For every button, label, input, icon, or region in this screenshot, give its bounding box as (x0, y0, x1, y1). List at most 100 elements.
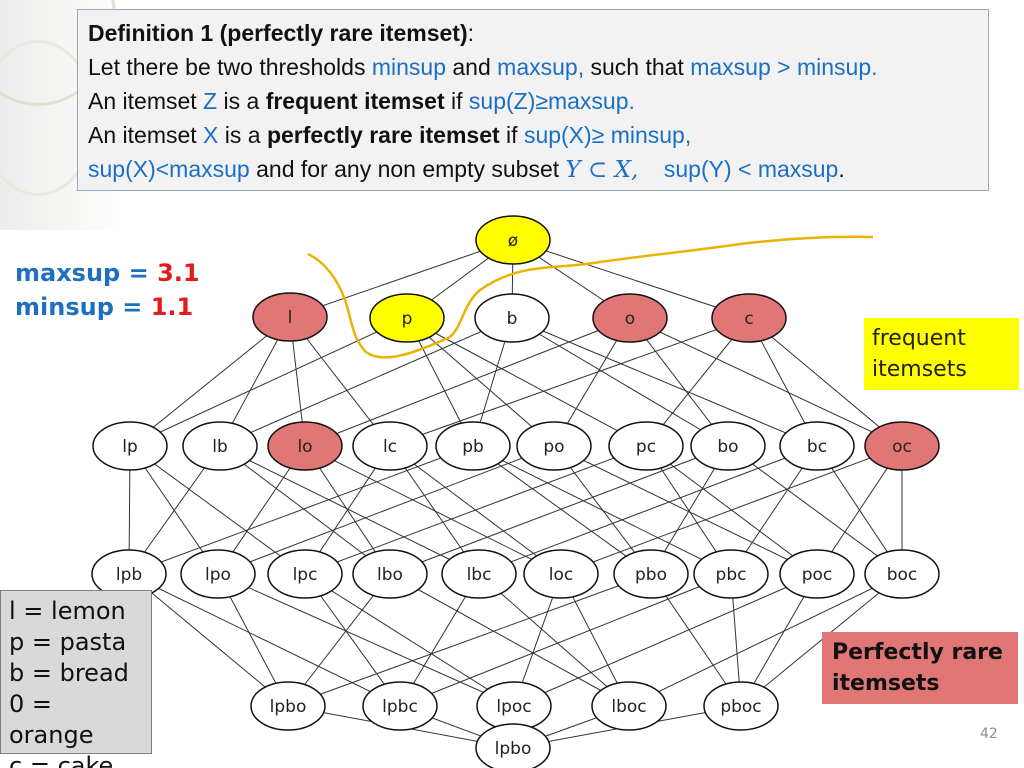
lattice-node-shape (267, 549, 343, 599)
lattice-node-shape (864, 549, 940, 599)
lattice-node-empty: ø (475, 215, 551, 265)
lattice-node-label: lpc (293, 565, 318, 585)
item-legend: l = lemon p = pasta b = bread 0 = orange… (0, 590, 152, 768)
lattice-node-label: lpb (116, 565, 142, 585)
maxsup-label: maxsup = (15, 259, 158, 287)
lattice-node-label: poc (802, 565, 833, 585)
lattice-edge (399, 573, 732, 707)
lattice-node-label: bo (717, 437, 738, 457)
lattice-node-lpc: lpc (267, 549, 343, 599)
lattice-edge (289, 239, 514, 318)
lattice-edge (513, 573, 818, 707)
lattice-node-label: lc (383, 437, 397, 457)
lattice-node-label: po (543, 437, 564, 457)
lattice-node-lbc: lbc (441, 549, 517, 599)
lattice-node-shape (435, 421, 511, 471)
lattice-node-shape (180, 549, 256, 599)
lattice-node-pbo: pbo (613, 549, 689, 599)
lattice-node-loc: loc (523, 549, 599, 599)
lattice-node-label: lp (122, 437, 138, 457)
lattice-edge (740, 573, 903, 707)
lattice-node-label: ø (508, 231, 518, 251)
lattice-node-label: lpbo (270, 697, 307, 717)
lattice-node-label: lpoc (496, 697, 531, 717)
definition-line-2: An itemset Z is a frequent itemset if su… (88, 84, 988, 118)
itemset-x: X (203, 122, 219, 148)
lattice-node-p: p (369, 293, 445, 343)
minsup-label: minsup = (15, 293, 151, 321)
colon: : (467, 20, 474, 46)
lattice-edge (304, 573, 515, 707)
text: is a (218, 122, 267, 148)
lattice-node-lpoc: lpoc (476, 681, 552, 731)
lattice-node-c: c (711, 293, 787, 343)
lattice-edge (287, 573, 652, 707)
lattice-edge (478, 445, 818, 575)
lattice-node-shape (267, 421, 343, 471)
lattice-edge (406, 317, 555, 447)
legend-item-orange: 0 = orange (9, 690, 94, 749)
text: and (446, 54, 498, 80)
lattice-edge (304, 317, 631, 447)
lattice-node-shape (703, 681, 779, 731)
lattice-edge (304, 445, 647, 575)
lattice-node-label: bc (807, 437, 827, 457)
lattice-edge (389, 445, 729, 575)
lattice-node-shape (352, 549, 428, 599)
lattice-node-lpbc: lpbc (362, 681, 438, 731)
lattice-node-label: boc (887, 565, 918, 585)
lattice-node-shape (475, 723, 551, 768)
lattice-node-bo: bo (690, 421, 766, 471)
lattice-node-shape (250, 681, 326, 731)
lattice-node-lpboc: lpbo (475, 723, 551, 768)
lattice-edge (129, 316, 291, 447)
definition-line-4: sup(X)<maxsup and for any non empty subs… (88, 152, 988, 187)
lattice-edge (128, 573, 289, 707)
lattice-node-label: pbc (716, 565, 747, 585)
lattice-node-poc: poc (779, 549, 855, 599)
lattice-node-shape (369, 293, 445, 343)
legend-item-pasta: p = pasta (9, 628, 127, 656)
lattice-edge (628, 573, 903, 707)
lattice-edge (389, 573, 630, 707)
lattice-edge (727, 445, 903, 575)
minsup-term: minsup (371, 54, 446, 80)
lattice-node-bc: bc (779, 421, 855, 471)
lattice-node-label: oc (892, 437, 912, 457)
lattice-node-po: po (516, 421, 592, 471)
lattice-edge (217, 573, 515, 707)
lattice-edge (129, 317, 408, 447)
itemset-z: Z (203, 88, 218, 114)
legend-item-cake: c = cake (9, 752, 114, 768)
definition-title: Definition 1 (perfectly rare itemset) (88, 20, 468, 46)
lattice-node-pb: pb (435, 421, 511, 471)
rare-condition-2: sup(X)<maxsup (88, 156, 250, 182)
lattice-node-label: pbo (635, 565, 667, 585)
frequent-label-line-2: itemsets (872, 357, 967, 382)
legend-item-bread: b = bread (9, 659, 129, 687)
subset-expression: Y ⊂ X, (565, 157, 639, 183)
lattice-edge (389, 317, 750, 447)
threshold-condition: maxsup > minsup. (690, 54, 878, 80)
definition-line-1: Let there be two thresholds minsup and m… (88, 50, 988, 84)
maxsup-param: maxsup = 3.1 (15, 256, 200, 290)
text: An itemset (88, 88, 204, 114)
lattice-edge (478, 573, 630, 707)
lattice-node-shape (475, 215, 551, 265)
lattice-node-shape (474, 293, 550, 343)
lattice-node-shape (252, 292, 328, 342)
perfectly-rare-itemsets-label: Perfectly rare itemsets (822, 632, 1018, 704)
legend-item-lemon: l = lemon (9, 597, 126, 625)
lattice-node-lc: lc (352, 421, 428, 471)
frequent-boundary-curve (307, 235, 874, 359)
lattice-node-shape (352, 421, 428, 471)
threshold-params: maxsup = 3.1 minsup = 1.1 (15, 256, 200, 324)
lattice-node-lb: lb (182, 421, 258, 471)
lattice-node-shape (362, 681, 438, 731)
lattice-node-pboc: pboc (703, 681, 779, 731)
lattice-edge (129, 445, 306, 575)
lattice-node-label: c (744, 309, 753, 329)
lattice-node-label: l (288, 308, 293, 328)
lattice-edge (217, 445, 555, 575)
